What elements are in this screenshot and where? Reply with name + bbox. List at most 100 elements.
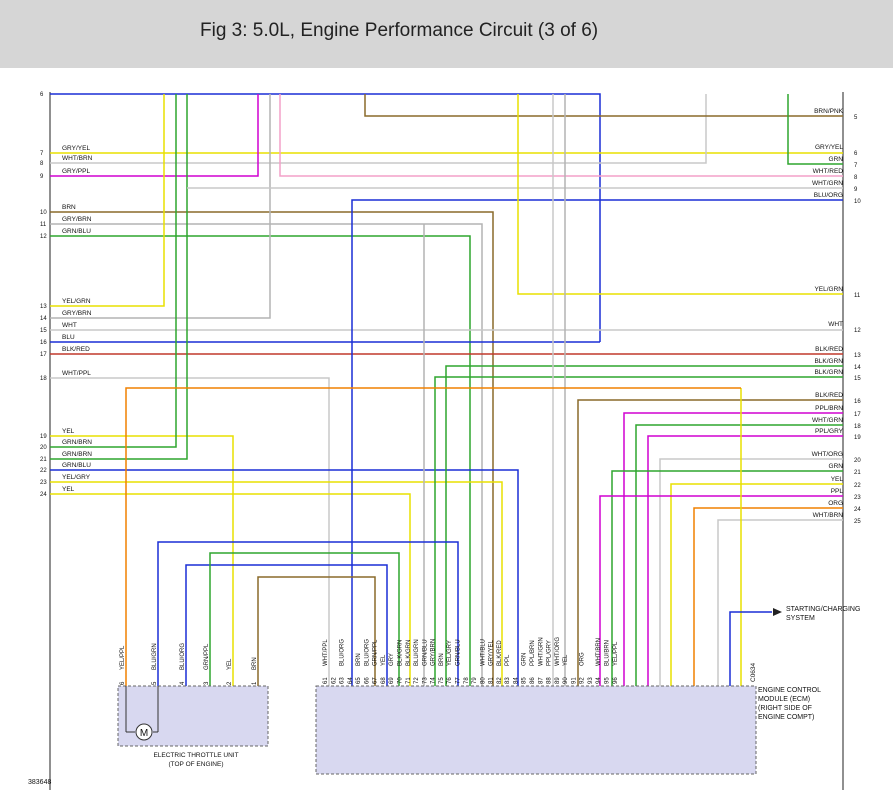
ecm-pin-wire-label: WHT/BRN — [596, 638, 602, 666]
ecm-pin-wire-label: BLK/RED — [497, 640, 503, 666]
ecm-pin-wire-label: GRY — [389, 653, 395, 666]
left-wire-label: GRY/PPL — [62, 168, 90, 175]
arrow-icon — [773, 608, 782, 616]
wire-left-10 — [50, 211, 494, 686]
right-wire-label: GRN — [829, 463, 844, 470]
left-wire-label: BLK/RED — [62, 346, 90, 353]
ecm-pin-wire-label: PPL/GRY — [547, 640, 553, 666]
ecm-pin-wire-label: YEL — [563, 654, 569, 666]
ecm-pin-number: 95 — [605, 677, 611, 684]
left-wire-label: GRN/BLU — [62, 462, 91, 469]
wire-right-14 — [445, 365, 843, 686]
right-wire-label: YEL — [831, 476, 844, 483]
ecm-pin-wire-label: GRN — [522, 653, 528, 666]
ecm-pin-wire-label: YEL/GRY — [447, 640, 453, 666]
throttle-pin-number: 3 — [204, 681, 210, 685]
right-pin-number: 9 — [854, 187, 858, 193]
ecm-pin-number: 65 — [356, 677, 362, 684]
ecm-pin-number: 88 — [547, 677, 553, 684]
throttle-pin-number: 6 — [120, 681, 126, 685]
right-wire-label: BLU/ORG — [814, 192, 843, 199]
left-pin-number: 15 — [40, 328, 47, 334]
ecm-pin-number: 94 — [596, 677, 602, 684]
ecm-pin-number: 70 — [398, 677, 404, 684]
ecm-pin-number: 84 — [513, 677, 519, 684]
ecm-pin-number: 93 — [588, 677, 594, 684]
ecm-pin-wire-label: GRN/BLU — [455, 639, 461, 666]
wire-right-25 — [717, 519, 843, 686]
right-pin-number: 18 — [854, 424, 861, 430]
left-wire-label: GRN/BRN — [62, 439, 92, 446]
right-wire-label: BLK/GRN — [814, 358, 843, 365]
left-wire-label: BLU — [62, 334, 75, 341]
left-pin-number: 13 — [40, 304, 47, 310]
ecm-box — [315, 685, 757, 775]
wire-left-6 — [50, 93, 601, 342]
wire-left-20 — [50, 94, 177, 448]
ecm-pin-number: 78 — [464, 677, 470, 684]
ecm-pin-number: 89 — [555, 677, 561, 684]
left-wire-label: YEL/GRY — [62, 474, 91, 481]
ecm-pin-wire-label: GRN/BLU — [422, 639, 428, 666]
ecm-pin-number: 96 — [613, 677, 619, 684]
wire-throttle-3 — [209, 552, 400, 686]
right-wire-label: GRY/YEL — [815, 144, 843, 151]
left-pin-number: 11 — [40, 222, 47, 228]
throttle-unit-name: ELECTRIC THROTTLE UNIT — [153, 752, 238, 759]
ecm-pin-wire-label: YEL — [381, 654, 387, 666]
left-pin-number: 10 — [40, 210, 47, 216]
ecm-pin-number: 77 — [455, 677, 461, 684]
ecm-pin-number: 81 — [489, 677, 495, 684]
left-pin-number: 19 — [40, 434, 47, 440]
motor-label: M — [140, 728, 148, 739]
right-wire-label: BLK/RED — [815, 392, 843, 399]
left-wire-label: BRN — [62, 204, 76, 211]
motor-symbol — [135, 723, 153, 741]
ecm-pin-number: 67 — [373, 677, 379, 684]
figure-title: Fig 3: 5.0L, Engine Performance Circuit … — [200, 20, 599, 41]
right-wire-label: PPL/GRY — [815, 428, 844, 435]
wire-right-5 — [364, 94, 843, 117]
ecm-pin-wire-label: WHT/GRN — [538, 637, 544, 666]
ecm-pin-wire-label: BLU/GRN — [414, 639, 420, 666]
left-wire-label: WHT/BRN — [62, 155, 93, 162]
wire-left-9 — [50, 94, 259, 177]
wire-left-22 — [50, 469, 519, 686]
right-wire-label: GRN — [829, 156, 844, 163]
left-pin-number: 8 — [40, 161, 44, 167]
throttle-pin-wire-label: BLU/ORG — [180, 643, 186, 670]
ecm-pin-wire-label: YEL/PPL — [613, 641, 619, 666]
wire-ecm-95-start — [729, 611, 772, 686]
left-pin-number: 21 — [40, 457, 47, 463]
ecm-pin-number: 62 — [331, 677, 337, 684]
wire-right-23 — [599, 495, 843, 686]
ecm-pin-number: 61 — [323, 677, 329, 684]
ecm-pin-number: 75 — [439, 677, 445, 684]
right-wire-label: BLK/RED — [815, 346, 843, 353]
right-pin-number: 21 — [854, 470, 861, 476]
ecm-pin-wire-label: BRN — [356, 653, 362, 666]
right-wire-label: WHT — [828, 321, 843, 328]
left-pin-number: 23 — [40, 480, 47, 486]
left-wire-label: GRY/YEL — [62, 145, 90, 152]
left-wire-label: WHT — [62, 322, 77, 329]
ecm-pin-number: 91 — [571, 677, 577, 684]
right-pin-number: 5 — [854, 115, 858, 121]
ecm-pin-number: 87 — [538, 677, 544, 684]
left-pin-number: 18 — [40, 376, 47, 382]
right-wire-label: WHT/ORG — [812, 451, 843, 458]
right-wire-label: WHT/BRN — [813, 512, 844, 519]
left-pin-number: 9 — [40, 174, 44, 180]
right-pin-number: 7 — [854, 163, 858, 169]
right-pin-number: 6 — [854, 151, 858, 157]
wire-throttle-6 — [125, 387, 741, 686]
throttle-pin-wire-label: BRN — [252, 657, 258, 670]
wire-right-19 — [647, 435, 843, 686]
throttle-pin-wire-label: BLU/GRN — [152, 643, 158, 670]
throttle-pin-wire-label: YEL/PPL — [120, 645, 126, 670]
left-pin-number: 14 — [40, 316, 47, 322]
ecm-pin-number: 92 — [580, 677, 586, 684]
left-wire-label: GRN/BLU — [62, 228, 91, 235]
right-wire-label: YEL/GRN — [814, 286, 843, 293]
left-pin-number: 16 — [40, 340, 47, 346]
